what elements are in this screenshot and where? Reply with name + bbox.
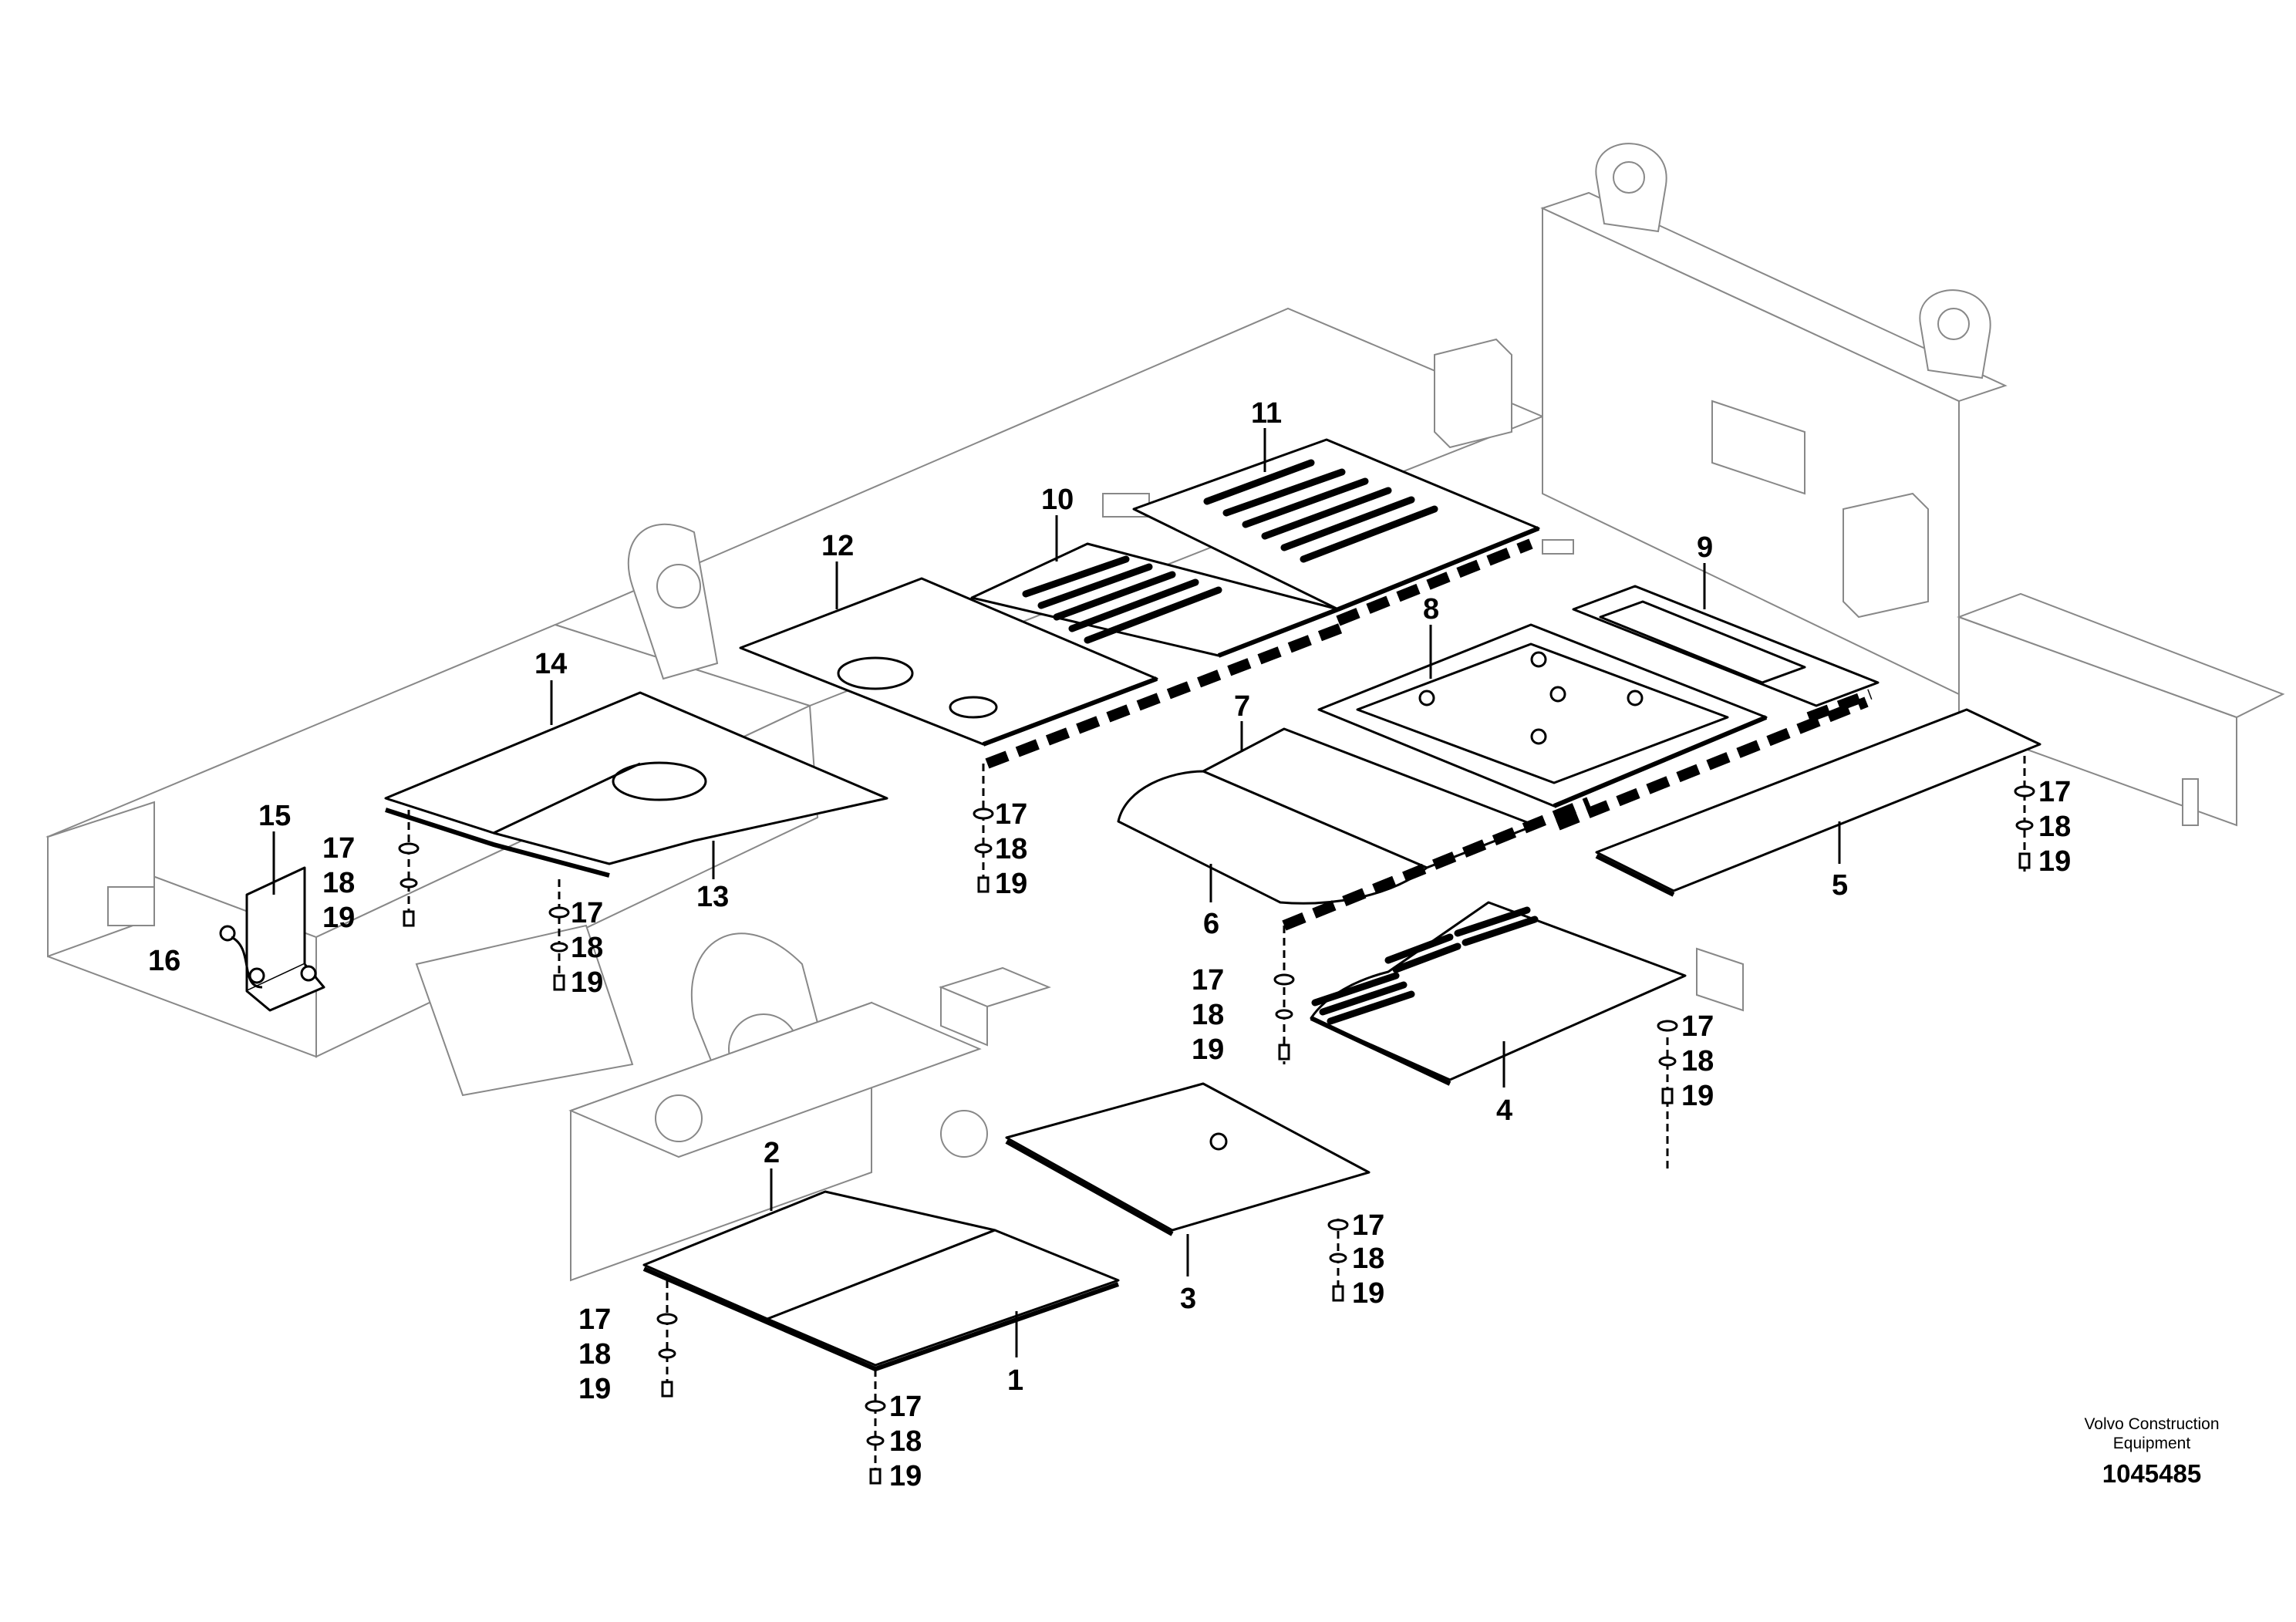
callout-17: 17 [1352, 1209, 1384, 1242]
callout-17: 17 [1681, 1010, 1714, 1043]
part-12-cover-plate [739, 577, 1352, 769]
callout-18: 18 [889, 1425, 922, 1458]
callout-17: 17 [578, 1303, 611, 1336]
callout-19: 19 [322, 902, 355, 934]
hardware-stack-b [548, 879, 570, 991]
callout-3: 3 [1180, 1283, 1196, 1315]
part-10-grated-cover [970, 542, 1340, 658]
callout-19: 19 [571, 966, 603, 999]
callout-18: 18 [1681, 1045, 1714, 1077]
part-11-grated-cover [1132, 438, 1540, 626]
hardware-stacks [398, 756, 2035, 1485]
footer: Volvo Construction Equipment 1045485 [2084, 1415, 2219, 1488]
hardware-stack-c [973, 764, 994, 893]
callout-6: 6 [1203, 908, 1219, 940]
callout-18: 18 [1352, 1243, 1384, 1275]
part-6-cover [1117, 770, 1591, 931]
callout-12: 12 [821, 530, 854, 562]
callout-leaders [272, 428, 1841, 1357]
callout-18: 18 [322, 867, 355, 899]
hardware-stack-g [1327, 1219, 1349, 1303]
callout-19: 19 [578, 1373, 611, 1405]
part-9-cover [1572, 585, 1880, 723]
callout-7: 7 [1234, 690, 1250, 723]
hardware-stack-i [865, 1369, 886, 1485]
part-5-strip-cover [1595, 708, 2041, 897]
part-4-louvered-cover [1310, 901, 1687, 1086]
callout-15: 15 [258, 800, 291, 832]
part-14-floor-plate [384, 691, 888, 878]
callout-18: 18 [1192, 999, 1224, 1031]
callout-4: 4 [1496, 1094, 1512, 1127]
callout-17: 17 [571, 897, 603, 929]
callout-14: 14 [534, 648, 567, 680]
callout-17: 17 [322, 832, 355, 865]
callout-18: 18 [571, 932, 603, 964]
callout-17: 17 [2038, 776, 2071, 808]
callout-18: 18 [995, 833, 1027, 865]
callout-19: 19 [1192, 1034, 1224, 1066]
hardware-stack-e [1657, 1020, 1678, 1172]
callout-17: 17 [1192, 964, 1224, 996]
callout-18: 18 [578, 1338, 611, 1371]
maker-name-line2: Equipment [2113, 1435, 2191, 1452]
document-number: 1045485 [2102, 1459, 2201, 1488]
callout-17: 17 [889, 1391, 922, 1423]
hardware-stack-a [398, 810, 420, 927]
callout-1: 1 [1007, 1364, 1023, 1397]
maker-name-line1: Volvo Construction [2084, 1415, 2219, 1433]
callout-19: 19 [1352, 1277, 1384, 1310]
hardware-stack-f [2014, 756, 2035, 872]
callout-2: 2 [764, 1137, 780, 1169]
callout-18: 18 [2038, 811, 2071, 843]
callout-17: 17 [995, 798, 1027, 831]
callout-5: 5 [1832, 869, 1848, 902]
callout-8: 8 [1423, 593, 1439, 626]
part-3-cover [1005, 1082, 1371, 1236]
part-16-bolt [219, 925, 263, 989]
callout-19: 19 [2038, 845, 2071, 878]
callout-11: 11 [1251, 397, 1282, 430]
callout-13: 13 [696, 881, 729, 913]
hardware-stack-d [1273, 926, 1295, 1064]
callout-9: 9 [1697, 531, 1713, 564]
callout-10: 10 [1041, 484, 1074, 516]
callout-19: 19 [1681, 1080, 1714, 1112]
callout-16: 16 [148, 945, 180, 977]
callout-19: 19 [889, 1460, 922, 1492]
callout-labels: 11 10 12 9 8 7 14 13 15 16 6 5 4 3 2 1 1… [148, 397, 2071, 1492]
part-15-bracket [245, 866, 325, 1012]
callout-19: 19 [995, 868, 1027, 900]
hardware-stack-h [656, 1280, 678, 1398]
